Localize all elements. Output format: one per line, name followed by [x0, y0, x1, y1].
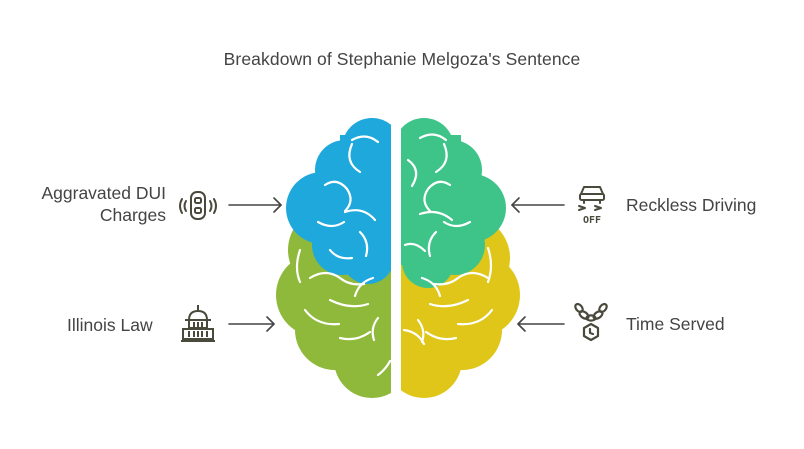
arrow-to-yellow — [517, 316, 565, 332]
arrow-to-blue — [228, 197, 282, 213]
item-label-aggravated-dui: Aggravated DUI Charges — [6, 182, 166, 226]
traction-control-off-icon: OFF — [578, 186, 605, 226]
item-label-time-served: Time Served — [626, 314, 725, 334]
label-line-2: Charges — [99, 205, 166, 225]
chain-clock-icon — [574, 302, 608, 342]
item-label-reckless-driving: Reckless Driving — [626, 195, 757, 215]
car-vibration-icon — [179, 191, 217, 220]
page-title: Breakdown of Stephanie Melgoza's Sentenc… — [223, 49, 581, 69]
arrow-to-green — [228, 316, 275, 332]
label-line-1: Aggravated DUI — [41, 183, 166, 203]
item-label-illinois-law: Illinois Law — [67, 315, 153, 335]
arrow-to-teal — [511, 197, 565, 213]
capitol-building-icon — [181, 305, 215, 342]
off-text: OFF — [583, 215, 601, 226]
